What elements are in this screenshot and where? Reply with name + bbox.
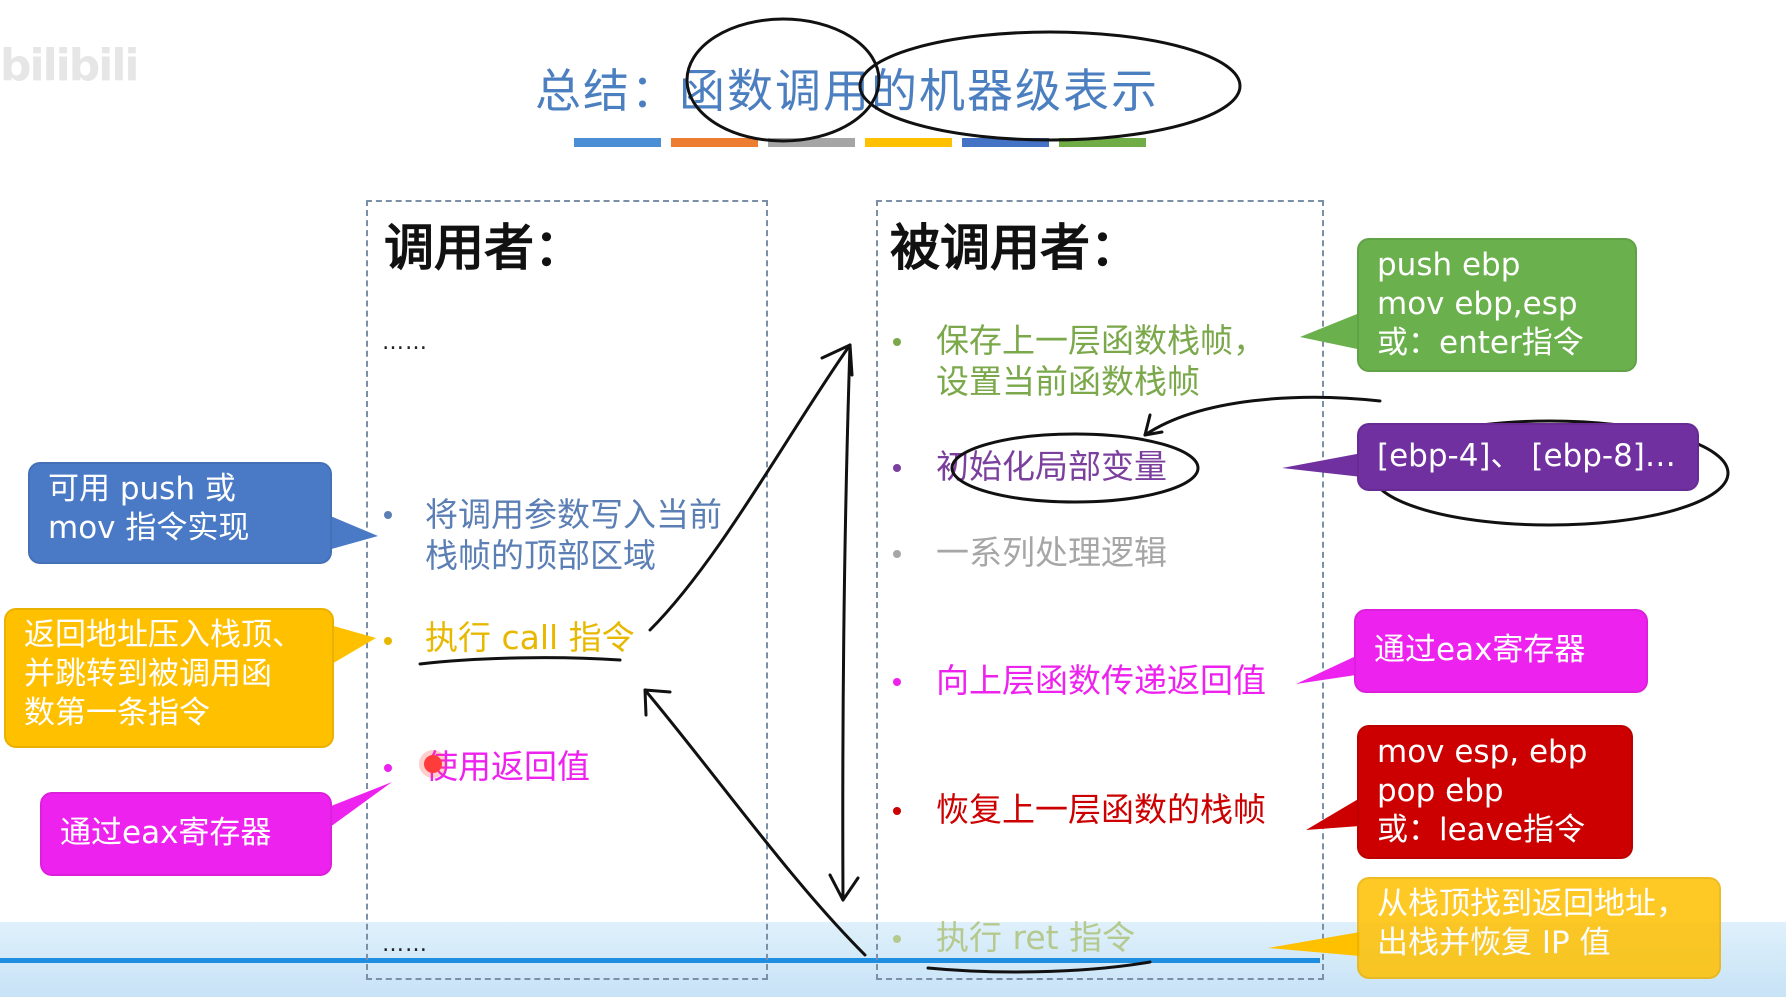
ret-to-caller-arrow xyxy=(643,688,867,957)
ret-underline xyxy=(926,960,1152,974)
callout-line: 并跳转到被调用函 xyxy=(24,656,272,692)
callout-line: 数第一条指令 xyxy=(24,695,210,731)
color-bar xyxy=(671,138,758,147)
bullet xyxy=(384,511,392,519)
item-line: 栈帧的顶部区域 xyxy=(425,536,656,575)
color-bar xyxy=(1059,138,1146,147)
callout-line: 返回地址压入栈顶、 xyxy=(24,617,303,653)
arrow-head xyxy=(1143,413,1164,437)
callout-line: mov 指令实现 xyxy=(48,510,250,546)
item-line: 执行 call 指令 xyxy=(425,618,635,657)
title-circle-left xyxy=(685,17,881,143)
item-line: 将调用参数写入当前 xyxy=(425,495,722,534)
color-bar xyxy=(865,138,952,147)
callout-line: 或：enter指令 xyxy=(1377,325,1584,361)
callee-item-save-frame: 保存上一层函数栈帧， 设置当前函数栈帧 xyxy=(936,320,1266,402)
item-line: 设置当前函数栈帧 xyxy=(936,362,1200,401)
bullet xyxy=(893,807,901,815)
item-line: 初始化局部变量 xyxy=(936,447,1167,486)
callout-tail xyxy=(1306,798,1360,830)
item-line: 恢复上一层函数的栈帧 xyxy=(936,790,1266,829)
laser-pointer-glow xyxy=(419,750,447,778)
item-line: 向上层函数传递返回值 xyxy=(936,661,1266,700)
caller-title: 调用者： xyxy=(384,219,584,277)
title-circle-right xyxy=(858,30,1242,142)
item-line: 保存上一层函数栈帧， xyxy=(936,321,1266,360)
bullet xyxy=(893,935,901,943)
ebp-to-locals-arrow xyxy=(1143,395,1382,437)
callout-return-address: 返回地址压入栈顶、 并跳转到被调用函 数第一条指令 xyxy=(4,608,334,748)
callout-line: pop ebp xyxy=(1377,773,1504,809)
callout-push-mov: 可用 push 或 mov 指令实现 xyxy=(28,462,332,564)
callee-item-logic: 一系列处理逻辑 xyxy=(936,532,1167,573)
callout-line: 或：leave指令 xyxy=(1377,812,1586,848)
page-title: 总结：函数调用的机器级表示 xyxy=(535,64,1159,118)
laser-pointer-dot xyxy=(424,755,442,773)
callee-title: 被调用者： xyxy=(890,219,1140,277)
callout-eax-right: 通过eax寄存器 xyxy=(1354,609,1648,693)
callout-line: 通过eax寄存器 xyxy=(60,815,272,851)
water-line xyxy=(0,958,1320,963)
call-underline xyxy=(418,656,622,666)
bullet xyxy=(893,338,901,346)
item-line: 使用返回值 xyxy=(425,747,590,786)
locals-circle xyxy=(950,432,1200,504)
callout-tail xyxy=(330,625,376,665)
callee-item-ret: 执行 ret 指令 xyxy=(936,917,1135,958)
bilibili-watermark: bilibili xyxy=(0,40,139,91)
callout-line: 从栈顶找到返回地址， xyxy=(1377,886,1687,922)
item-line: 执行 ret 指令 xyxy=(936,918,1136,957)
bullet xyxy=(893,550,901,558)
callee-item-return-value: 向上层函数传递返回值 xyxy=(936,660,1266,701)
callee-panel xyxy=(876,200,1324,980)
callee-flow-line xyxy=(841,343,852,902)
callout-tail xyxy=(1282,453,1362,477)
color-bar xyxy=(574,138,661,147)
bullet xyxy=(384,637,392,645)
callout-line: 出栈并恢复 IP 值 xyxy=(1377,925,1611,961)
caller-dots-bottom: …… xyxy=(382,932,428,957)
callout-line: mov esp, ebp xyxy=(1377,734,1588,770)
arrow-head xyxy=(643,688,672,717)
arrow-head xyxy=(828,873,860,902)
bullet xyxy=(384,764,392,772)
caller-dots-top: …… xyxy=(382,330,428,355)
callout-ebp-offsets: [ebp-4]、 [ebp-8]… xyxy=(1357,423,1699,491)
callee-item-init-locals: 初始化局部变量 xyxy=(936,446,1167,487)
item-line: 一系列处理逻辑 xyxy=(936,533,1167,572)
callout-leave: mov esp, ebp pop ebp 或：leave指令 xyxy=(1357,725,1633,859)
callout-tail xyxy=(1268,932,1360,956)
caller-item-use-return: 使用返回值 xyxy=(425,746,590,787)
caller-item-write-args: 将调用参数写入当前 栈帧的顶部区域 xyxy=(425,494,722,576)
color-bar xyxy=(962,138,1049,147)
callout-ret: 从栈顶找到返回地址， 出栈并恢复 IP 值 xyxy=(1357,877,1721,979)
callout-enter: push ebp mov ebp,esp 或：enter指令 xyxy=(1357,238,1637,372)
callout-tail xyxy=(1296,656,1356,684)
bullet xyxy=(893,464,901,472)
callout-tail xyxy=(328,515,378,550)
callout-eax-left: 通过eax寄存器 xyxy=(40,792,332,876)
callout-tail xyxy=(326,782,392,830)
callout-line: push ebp xyxy=(1377,247,1521,283)
callout-line: 可用 push 或 xyxy=(48,471,236,507)
callout-line: [ebp-4]、 [ebp-8]… xyxy=(1377,438,1676,474)
callout-tail xyxy=(1300,312,1362,350)
caller-item-call: 执行 call 指令 xyxy=(425,617,635,658)
callout-line: 通过eax寄存器 xyxy=(1374,632,1586,668)
bullet xyxy=(893,678,901,686)
title-color-bars xyxy=(574,138,1156,147)
callout-line: mov ebp,esp xyxy=(1377,286,1578,322)
caller-panel xyxy=(366,200,768,980)
callee-item-restore-frame: 恢复上一层函数的栈帧 xyxy=(936,789,1266,830)
call-to-callee-arrow xyxy=(648,343,852,632)
color-bar xyxy=(768,138,855,147)
